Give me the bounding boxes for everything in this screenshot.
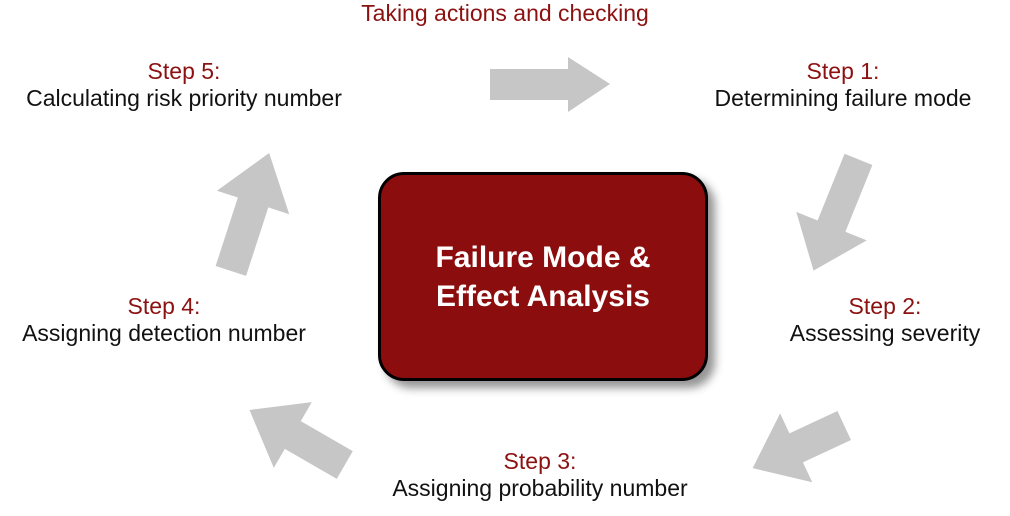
arrow-down-right-icon bbox=[788, 153, 884, 275]
step-1-label: Step 1: Determining failure mode bbox=[676, 58, 1010, 112]
step-3-label: Step 3: Assigning probability number bbox=[370, 448, 710, 502]
step-2-label: Step 2: Assessing severity bbox=[760, 293, 1010, 347]
step-4-label: Step 4: Assigning detection number bbox=[0, 293, 328, 347]
arrow-top-right-icon bbox=[490, 57, 610, 112]
step-3-description: Assigning probability number bbox=[392, 475, 688, 502]
arrow-up-right-icon bbox=[200, 150, 300, 276]
step-5-title: Step 5: bbox=[147, 58, 221, 84]
arrow-up-left-icon bbox=[238, 382, 358, 494]
step-5-description: Calculating risk priority number bbox=[26, 85, 342, 112]
step-2-title: Step 2: bbox=[848, 293, 922, 319]
center-concept-label: Failure Mode & Effect Analysis bbox=[435, 240, 651, 313]
step-4-title: Step 4: bbox=[127, 293, 201, 319]
step-1-description: Determining failure mode bbox=[714, 85, 972, 112]
cycle-caption: Taking actions and checking bbox=[361, 0, 649, 26]
step-1-title: Step 1: bbox=[806, 58, 880, 84]
step-3-title: Step 3: bbox=[503, 448, 577, 474]
step-2-description: Assessing severity bbox=[789, 320, 981, 347]
step-4-description: Assigning detection number bbox=[22, 320, 306, 347]
step-5-label: Step 5: Calculating risk priority number bbox=[0, 58, 368, 112]
arrow-down-left-icon bbox=[738, 395, 858, 500]
center-concept-box: Failure Mode & Effect Analysis bbox=[378, 172, 708, 381]
